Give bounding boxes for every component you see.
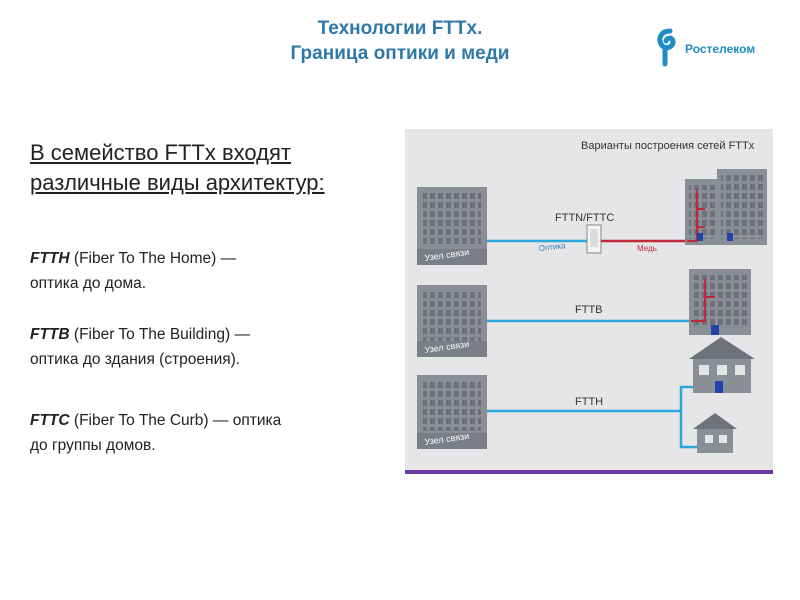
- cabinet-icon: [586, 224, 602, 254]
- ftth-label: FTTH: [575, 396, 603, 408]
- item-term: FTTB: [30, 326, 70, 343]
- house-small: [693, 413, 737, 453]
- item-desc: (Fiber To The Building) —: [69, 326, 250, 343]
- rostelecom-logo: Ростелеком: [655, 28, 775, 68]
- node-building-3: Узел связи: [417, 375, 487, 449]
- copper-label: Медь: [637, 244, 657, 253]
- section-heading: В семейство FTTx входят различные виды а…: [30, 138, 400, 198]
- fiber-label: Оптика: [538, 241, 566, 253]
- fttx-diagram: Варианты построения сетей FTTx Узел связ…: [405, 129, 773, 474]
- diagram-bottom-bar: [405, 470, 773, 474]
- fttn-label: FTTN/FTTC: [555, 212, 614, 224]
- logo-text: Ростелеком: [685, 42, 756, 56]
- item-desc: (Fiber To The Curb) — оптика: [69, 412, 282, 429]
- heading-line-1: В семейство FTTx входят: [30, 140, 291, 165]
- fiber-branch-ftth: [679, 385, 697, 449]
- house-large: [689, 337, 755, 393]
- node-building-1: Узел связи: [417, 187, 487, 265]
- item-fttc: FTTC (Fiber To The Curb) — оптика до гру…: [30, 408, 400, 458]
- item-desc-2: до группы домов.: [30, 437, 156, 454]
- item-fttb: FTTB (Fiber To The Building) — оптика до…: [30, 322, 400, 372]
- fttb-label: FTTB: [575, 304, 603, 316]
- logo-mark-icon: [657, 28, 676, 67]
- item-desc: (Fiber To The Home) —: [69, 250, 237, 267]
- apartment-blocks: [685, 169, 767, 245]
- item-desc-2: оптика до дома.: [30, 275, 147, 292]
- title-line-1: Технологии FTTx.: [317, 18, 483, 39]
- item-desc-2: оптика до здания (строения).: [30, 351, 241, 368]
- diagram-title: Варианты построения сетей FTTx: [581, 140, 755, 152]
- heading-line-2: различные виды архитектур:: [30, 170, 325, 195]
- page-title: Технологии FTTx. Граница оптики и меди: [150, 16, 650, 66]
- item-term: FTTC: [30, 412, 70, 429]
- item-term: FTTH: [30, 250, 70, 267]
- office-building: [689, 269, 751, 335]
- node-building-2: Узел связи: [417, 285, 487, 357]
- item-ftth: FTTH (Fiber To The Home) — оптика до дом…: [30, 246, 400, 296]
- title-line-2: Граница оптики и меди: [290, 43, 510, 64]
